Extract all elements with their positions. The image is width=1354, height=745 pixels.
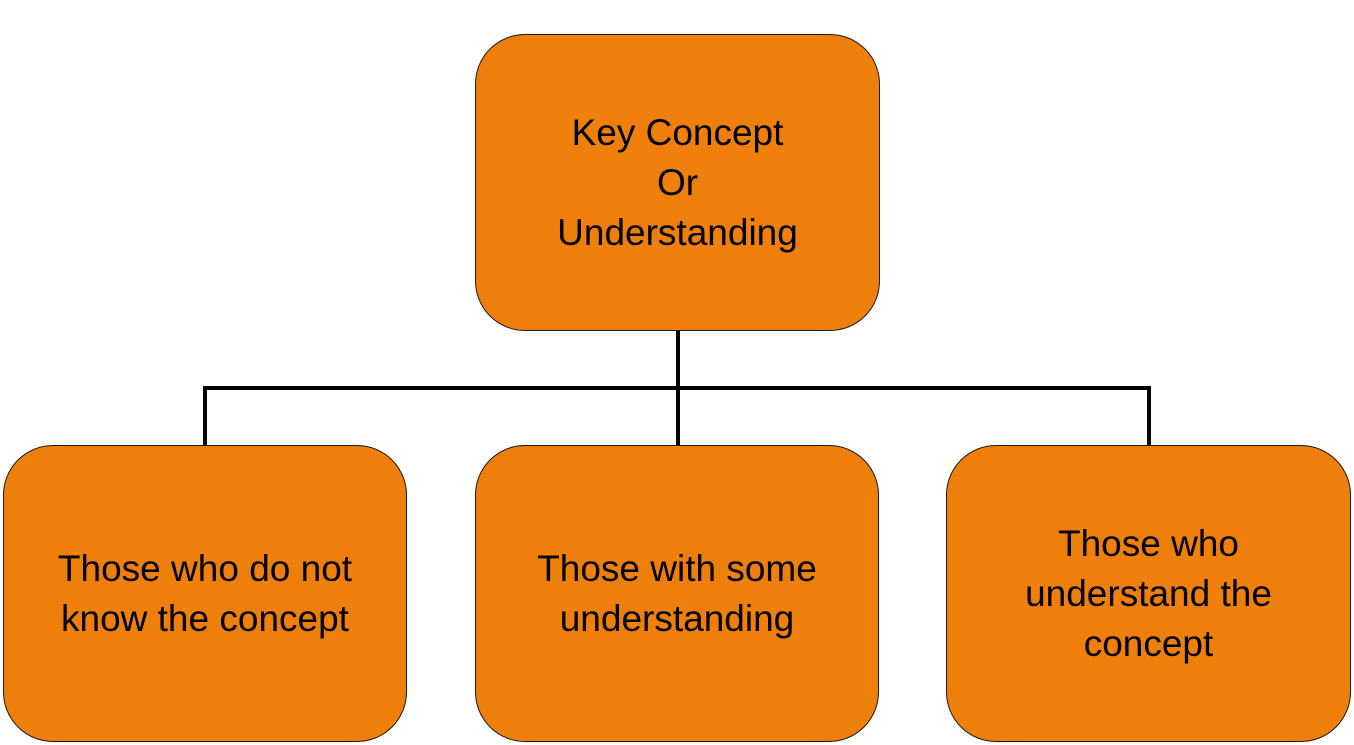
do-not-know-node: Those who do not know the concept bbox=[3, 445, 407, 742]
understand-concept-node: Those who understand the concept bbox=[946, 445, 1351, 742]
some-understanding-label: Those with some understanding bbox=[537, 547, 817, 639]
key-concept-label: Key Concept Or Understanding bbox=[557, 111, 798, 253]
key-concept-node: Key Concept Or Understanding bbox=[475, 34, 880, 331]
understand-concept-label: Those who understand the concept bbox=[1025, 522, 1272, 664]
do-not-know-label: Those who do not know the concept bbox=[57, 547, 353, 639]
some-understanding-node: Those with some understanding bbox=[475, 445, 879, 742]
